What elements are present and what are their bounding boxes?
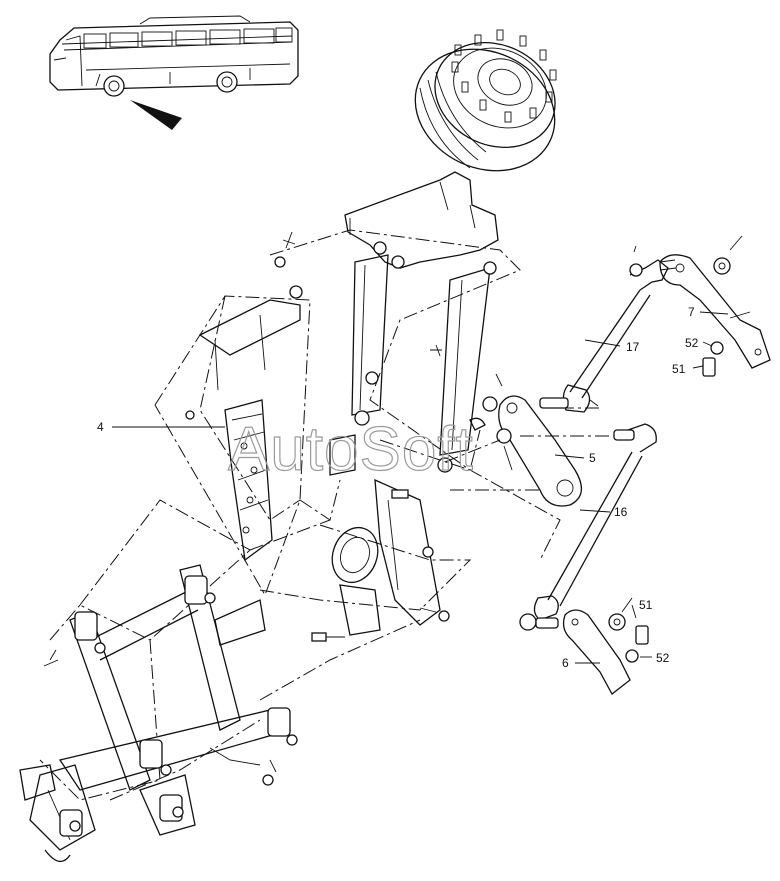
reference-lines (444, 407, 610, 491)
lever-part-7 (659, 235, 771, 377)
subframe-outline (39, 229, 561, 801)
callout-4: 4 (97, 420, 104, 434)
watermark-text: AutoSoft (228, 415, 474, 484)
lever-part-6 (562, 597, 649, 695)
callout-51-lower: 51 (639, 598, 653, 612)
leader-lines (112, 311, 729, 664)
lower-wishbone (19, 564, 298, 862)
link-part-5 (469, 373, 582, 507)
callout-labels: 4 5 6 7 16 17 51 51 52 52 (97, 305, 699, 670)
callout-16: 16 (614, 505, 628, 519)
callout-6: 6 (562, 656, 569, 670)
callout-17: 17 (626, 340, 640, 354)
callout-51-upper: 51 (672, 362, 686, 376)
bus-pictogram (49, 15, 299, 130)
callout-52-upper: 52 (685, 336, 699, 350)
center-bracket (214, 434, 450, 646)
upper-arm-assembly (274, 171, 499, 473)
rod-part-17 (539, 245, 677, 413)
brake-drum (414, 29, 557, 172)
mounting-plate (185, 299, 301, 562)
callout-52-lower: 52 (656, 651, 670, 665)
callout-7: 7 (688, 305, 695, 319)
rod-part-16 (519, 423, 657, 631)
callout-5: 5 (589, 451, 596, 465)
